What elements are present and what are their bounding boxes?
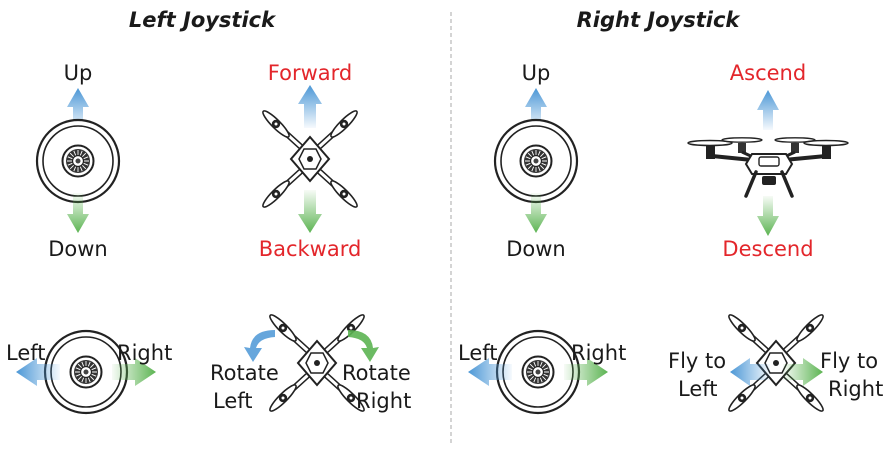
label-forward: Forward: [267, 61, 353, 85]
label-rotate-right-line2: Right: [356, 389, 412, 413]
left-panel-title: Left Joystick: [128, 8, 276, 32]
arrow-up-icon: [525, 88, 547, 130]
label-down: Down: [506, 237, 566, 261]
drone-side-view-icon: [687, 137, 849, 198]
arrow-down-icon: [525, 193, 547, 233]
rotate-right-arrow-icon: [348, 330, 379, 362]
arrow-fly-right-icon: [783, 358, 823, 386]
arrow-left-icon: [468, 358, 512, 386]
drone-fly-left-right: [726, 312, 825, 413]
label-down: Down: [48, 237, 108, 261]
left-joystick-leftright: [16, 329, 156, 415]
label-rotate-left-line1: Rotate: [210, 361, 279, 385]
label-left: Left: [6, 341, 46, 365]
right-joystick-leftright: [468, 329, 608, 415]
label-fly-left-line2: Left: [678, 377, 718, 401]
label-right: Right: [571, 341, 627, 365]
label-fly-right-line1: Fly to: [820, 349, 879, 373]
arrow-down-icon: [67, 193, 89, 233]
left-joystick-updown: [35, 88, 121, 233]
label-fly-left-line1: Fly to: [668, 349, 727, 373]
arrow-fly-left-icon: [730, 358, 770, 386]
arrow-backward-icon: [298, 190, 322, 233]
label-rotate-right-line1: Rotate: [342, 361, 411, 385]
drone-rotate: [244, 312, 379, 413]
label-ascend: Ascend: [729, 61, 807, 85]
label-up: Up: [63, 61, 93, 85]
label-up: Up: [521, 61, 551, 85]
rotate-left-arrow-icon: [244, 330, 275, 362]
arrow-right-icon: [564, 358, 608, 386]
arrow-descend-icon: [757, 196, 779, 236]
arrow-up-icon: [67, 88, 89, 130]
label-fly-right-line2: Right: [828, 377, 884, 401]
arrow-right-icon: [112, 358, 156, 386]
label-right: Right: [117, 341, 173, 365]
label-left: Left: [458, 341, 498, 365]
label-rotate-left-line2: Left: [213, 389, 253, 413]
drone-forward-backward: [260, 85, 359, 233]
arrow-forward-icon: [298, 85, 322, 128]
label-backward: Backward: [258, 237, 362, 261]
drone-ascend-descend: [687, 90, 849, 236]
arrow-ascend-icon: [757, 90, 779, 130]
right-panel-title: Right Joystick: [576, 8, 740, 32]
right-joystick-updown: [493, 88, 579, 233]
label-descend: Descend: [722, 237, 814, 261]
arrow-left-icon: [16, 358, 60, 386]
